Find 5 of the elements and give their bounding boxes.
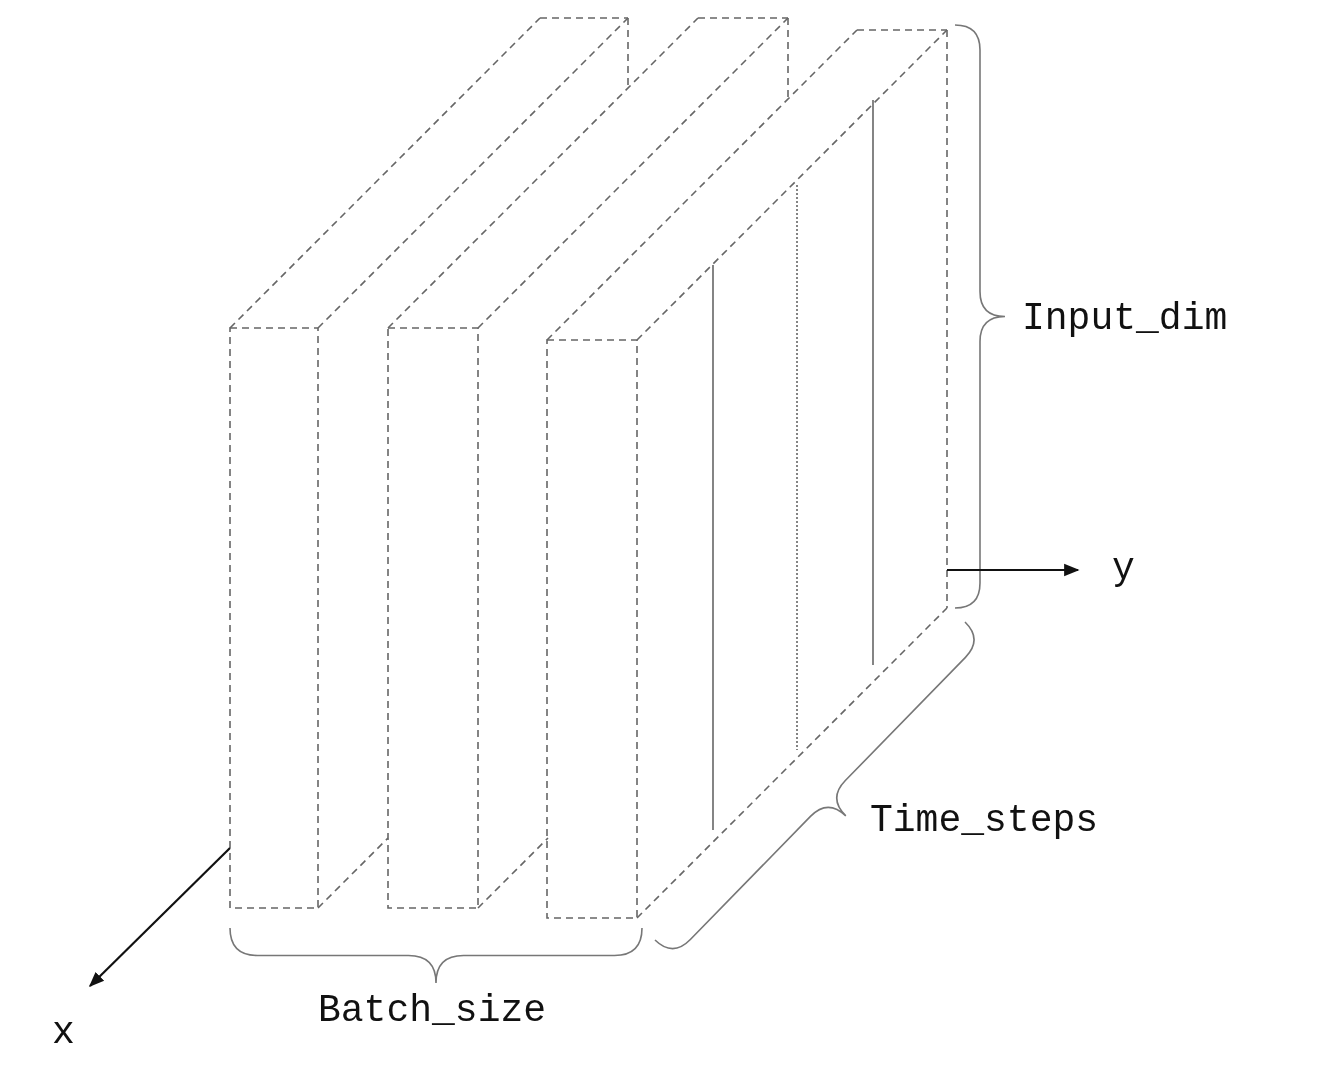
dimension-label: Time_steps [870,802,1099,840]
dimension-label: Batch_size [318,992,547,1030]
axis-label: y [1112,550,1135,588]
dimension-label: Input_dim [1022,300,1228,338]
axis-label: x [52,1014,75,1052]
